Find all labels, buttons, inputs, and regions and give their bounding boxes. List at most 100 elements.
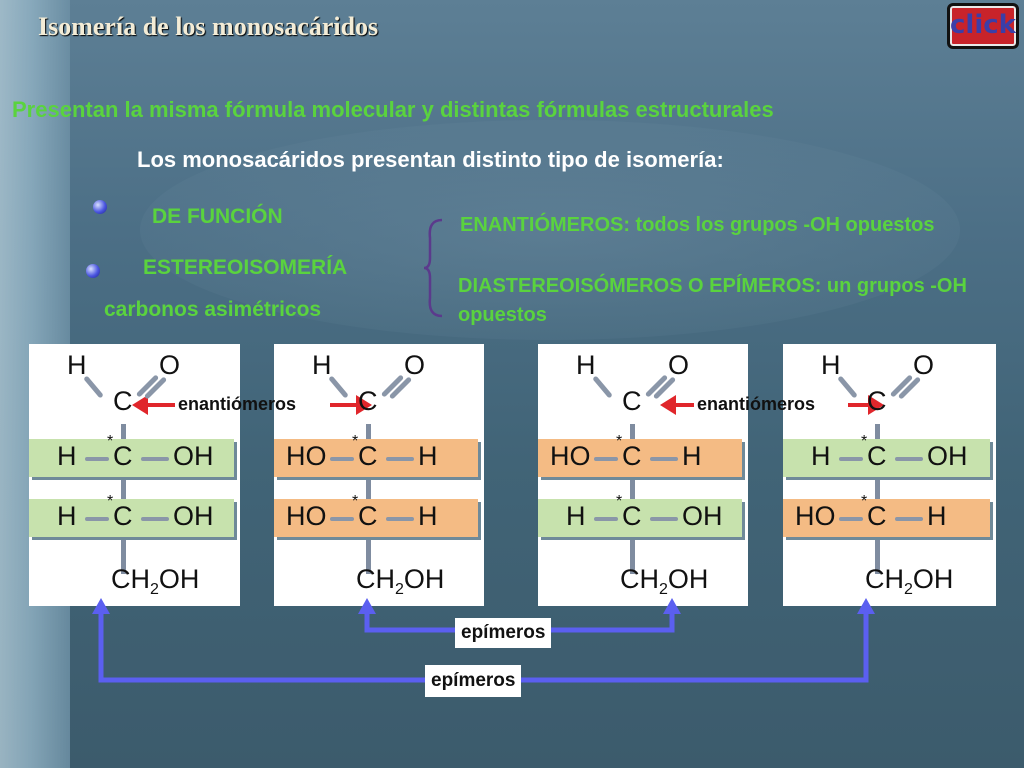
asymmetric-star: * <box>107 433 114 450</box>
row-band-orange <box>274 439 478 477</box>
click-button[interactable]: click <box>947 3 1019 49</box>
oh-text: OH <box>667 564 709 594</box>
epimeros-label: epímeros <box>455 618 552 648</box>
bond <box>141 517 169 521</box>
epimeros-label: epímeros <box>425 665 522 697</box>
atom-c: C <box>358 386 378 416</box>
arrowhead-left-icon <box>132 395 148 415</box>
oh-text: OH <box>158 564 200 594</box>
row-band-green <box>538 499 742 537</box>
atom-h: H <box>821 350 841 380</box>
type-funcion: DE FUNCIÓN <box>152 205 283 228</box>
bond <box>839 457 863 461</box>
row-band-orange <box>538 439 742 477</box>
subscript: 2 <box>659 581 668 598</box>
asymmetric-star: * <box>861 493 868 510</box>
atom-h: H <box>67 350 87 380</box>
atom-o: O <box>404 350 426 380</box>
atom-h: H <box>576 350 596 380</box>
background-shape <box>140 120 960 340</box>
slide-title: Isomería de los monosacáridos <box>38 12 379 41</box>
asymmetric-star: * <box>616 493 623 510</box>
curly-brace <box>423 218 443 318</box>
atom-right: OH <box>682 501 723 531</box>
atom-c: C <box>358 441 378 471</box>
atom-left: HO <box>550 441 591 471</box>
bond <box>594 457 618 461</box>
atom-left: HO <box>286 441 327 471</box>
bond <box>85 457 109 461</box>
definition-line: Presentan la misma fórmula molecular y d… <box>12 97 774 122</box>
bond <box>650 517 678 521</box>
red-arrow-right <box>848 403 872 407</box>
atom-c: C <box>867 501 887 531</box>
red-arrow-left <box>137 403 175 407</box>
red-arrow-right <box>330 403 360 407</box>
atom-left: HO <box>286 501 327 531</box>
ch2oh-group: CH2OH <box>111 564 199 599</box>
asymmetric-star: * <box>352 493 359 510</box>
atom-o: O <box>159 350 181 380</box>
asymmetric-star: * <box>616 433 623 450</box>
bond <box>141 457 169 461</box>
bond <box>386 517 414 521</box>
atom-c: C <box>113 501 133 531</box>
row-band-orange <box>783 499 990 537</box>
atom-c: C <box>622 441 642 471</box>
ch-text: CH <box>356 564 395 594</box>
atom-right: H <box>418 441 438 471</box>
bond <box>386 457 414 461</box>
ch2oh-group: CH2OH <box>356 564 444 599</box>
subscript: 2 <box>395 581 404 598</box>
ch2oh-group: CH2OH <box>620 564 708 599</box>
bond <box>650 457 678 461</box>
subtitle-line: Los monosacáridos presentan distinto tip… <box>137 147 724 172</box>
atom-h: H <box>312 350 332 380</box>
atom-right: H <box>418 501 438 531</box>
atom-right: OH <box>927 441 968 471</box>
atom-right: OH <box>173 441 214 471</box>
atom-c: C <box>867 441 887 471</box>
bullet-icon <box>86 264 100 278</box>
row-band-orange <box>274 499 478 537</box>
asymmetric-star: * <box>107 493 114 510</box>
atom-c: C <box>622 501 642 531</box>
atom-left: H <box>57 441 77 471</box>
atom-o: O <box>913 350 935 380</box>
type-asimetricos: carbonos asimétricos <box>104 298 322 321</box>
atom-left: H <box>566 501 586 531</box>
atom-left: H <box>811 441 831 471</box>
bond <box>330 457 354 461</box>
ch-text: CH <box>865 564 904 594</box>
enantiomeros-label: enantiómeros <box>178 394 297 414</box>
atom-right: OH <box>173 501 214 531</box>
bullet-icon <box>93 200 107 214</box>
oh-text: OH <box>403 564 445 594</box>
atom-c: C <box>358 501 378 531</box>
atom-c: C <box>867 386 887 416</box>
atom-right: H <box>682 441 702 471</box>
enantiomeros-label: enantiómeros <box>697 394 816 414</box>
atom-c: C <box>113 386 133 416</box>
oh-text: OH <box>912 564 954 594</box>
atom-c: C <box>622 386 642 416</box>
bond <box>895 517 923 521</box>
atom-c: C <box>113 441 133 471</box>
atom-o: O <box>668 350 690 380</box>
ch-text: CH <box>620 564 659 594</box>
atom-left: HO <box>795 501 836 531</box>
subscript: 2 <box>150 581 159 598</box>
bond <box>895 457 923 461</box>
ch-text: CH <box>111 564 150 594</box>
subscript: 2 <box>904 581 913 598</box>
ch2oh-group: CH2OH <box>865 564 953 599</box>
row-band-green <box>29 499 234 537</box>
row-band-green <box>29 439 234 477</box>
type-estereo: ESTEREOISOMERÍA <box>143 256 348 279</box>
bond <box>594 517 618 521</box>
bond <box>85 517 109 521</box>
diastereo-text: DIASTEREOISÓMEROS O EPÍMEROS: un grupos … <box>458 275 967 326</box>
atom-left: H <box>57 501 77 531</box>
bond <box>330 517 354 521</box>
atom-right: H <box>927 501 947 531</box>
